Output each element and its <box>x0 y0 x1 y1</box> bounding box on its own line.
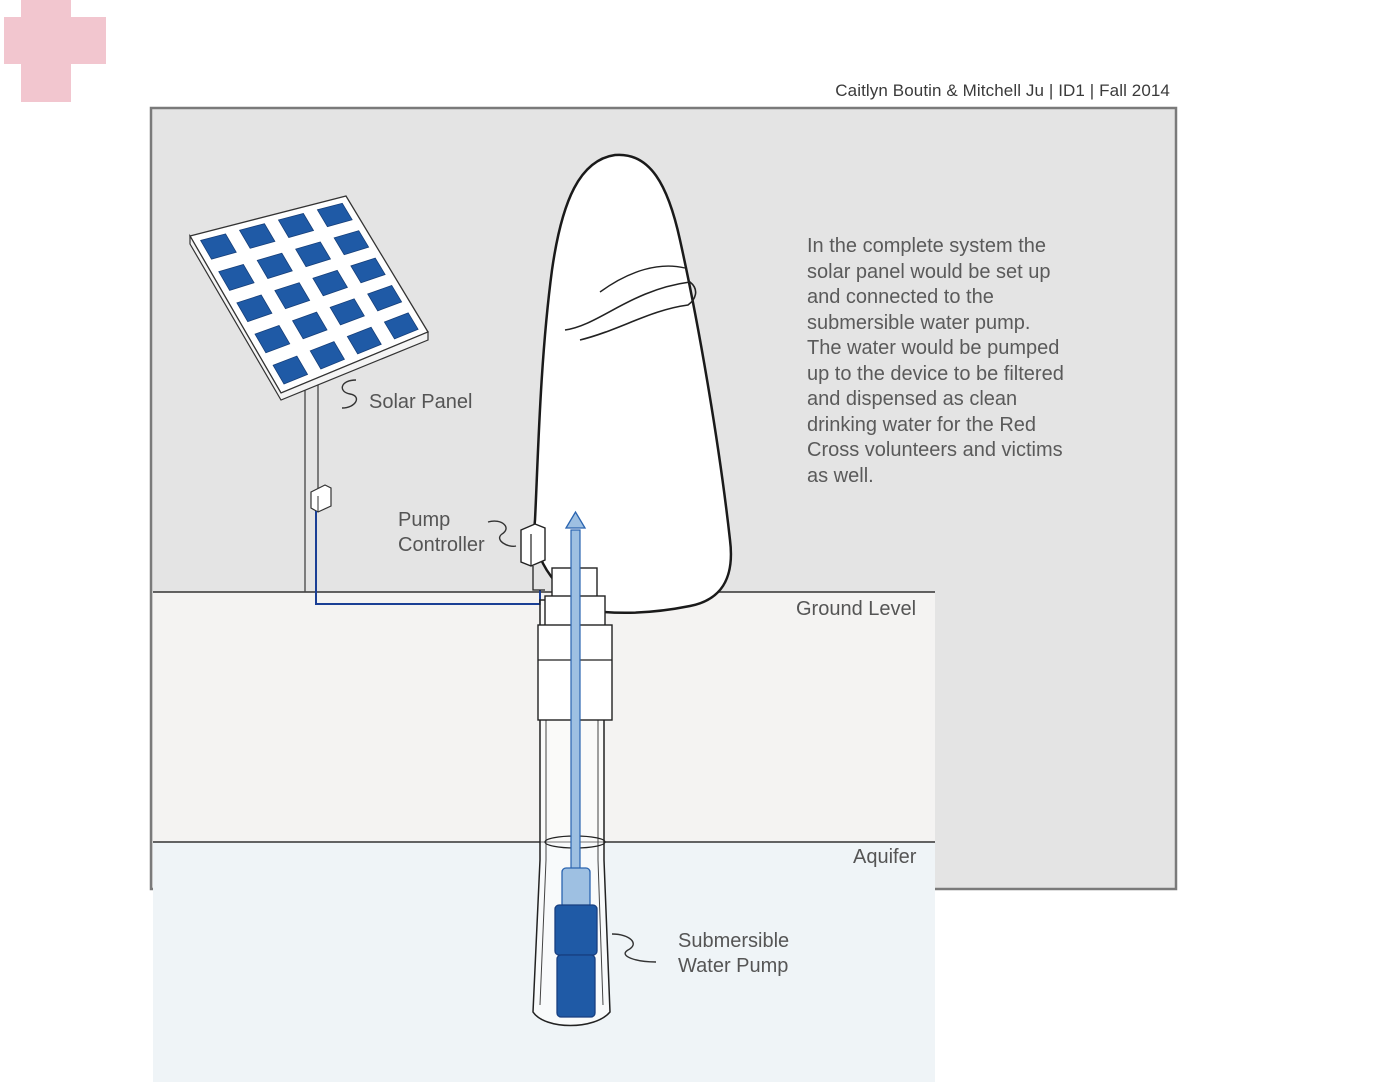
pump-controller-label: Pump Controller <box>398 508 485 558</box>
solar-cell <box>309 341 345 370</box>
solar-cell <box>272 355 309 385</box>
submersible-pump-leader <box>611 933 657 963</box>
description-line: In the complete system the <box>807 235 1047 257</box>
solar-cell <box>316 202 353 228</box>
credit-line: Caitlyn Boutin & Mitchell Ju | ID1 | Fal… <box>835 81 1170 100</box>
solar-cell <box>256 252 293 279</box>
pump-controller-label-line2: Controller <box>398 534 485 556</box>
solar-panel-pole <box>304 380 319 592</box>
pump-controller-label-line1: Pump <box>398 509 451 531</box>
solar-cell <box>254 325 291 354</box>
solar-panel-leader <box>341 379 358 409</box>
description-line: Cross volunteers and victims <box>807 439 1063 461</box>
solar-cell <box>236 294 273 323</box>
solar-cells <box>200 202 419 385</box>
power-wire <box>315 511 541 605</box>
description-line: The water would be pumped <box>807 337 1060 359</box>
pump-controller-box <box>520 523 546 591</box>
solar-cell <box>277 213 315 238</box>
description-line: submersible water pump. <box>807 311 1031 334</box>
solar-cell <box>329 298 365 326</box>
submersible-pump-label: Submersible Water Pump <box>678 929 789 979</box>
filter-device <box>533 153 733 614</box>
ground-level-label: Ground Level <box>796 598 917 620</box>
solar-cell <box>291 311 328 340</box>
description-line: solar panel would be set up <box>807 260 1051 283</box>
submersible-pump-label-line2: Water Pump <box>678 955 789 977</box>
solar-panel <box>189 195 429 401</box>
red-cross-logo <box>4 0 106 102</box>
description-line: and connected to the <box>807 286 994 308</box>
solar-panel-label: Solar Panel <box>369 391 473 413</box>
solar-cell <box>383 312 419 340</box>
description-line: up to the device to be filtered <box>807 362 1064 385</box>
solar-cell <box>238 223 276 249</box>
solar-cell <box>200 233 237 260</box>
description-line: and dispensed as clean <box>807 388 1018 410</box>
solar-cell <box>350 257 386 284</box>
system-description: In the complete system the solar panel w… <box>807 234 1107 489</box>
description-line: drinking water for the Red <box>807 413 1037 436</box>
solar-cell <box>333 230 370 256</box>
submersible-pump-label-line1: Submersible <box>678 930 790 952</box>
solar-cell <box>346 326 382 355</box>
device-wave <box>564 281 697 341</box>
flow-arrow <box>564 510 587 529</box>
pump-controller-leader <box>487 520 517 548</box>
solar-cell <box>295 241 332 268</box>
aquifer-label: Aquifer <box>853 846 917 868</box>
water-pipe <box>570 529 581 891</box>
solar-cell <box>367 284 403 312</box>
solar-cell <box>218 263 255 291</box>
solar-cell <box>312 269 348 297</box>
submersible-pump-body <box>554 867 598 1018</box>
description-line: as well. <box>807 464 874 487</box>
junction-box <box>310 484 332 513</box>
solar-cell <box>274 282 311 310</box>
